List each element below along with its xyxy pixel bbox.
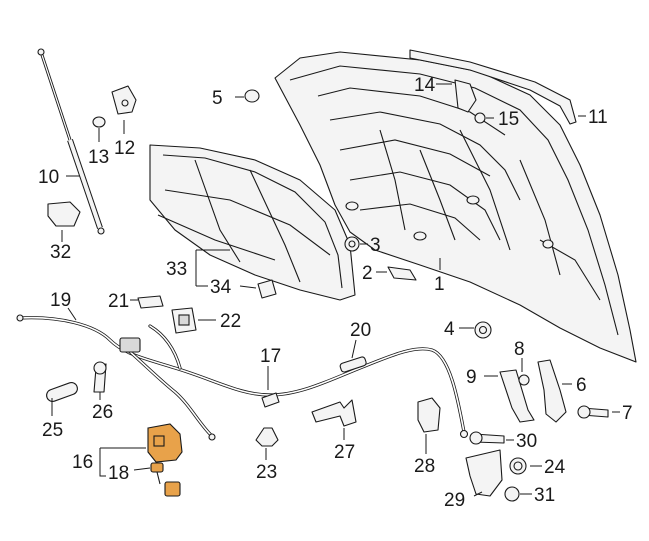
hinge-bracket-14 (454, 79, 477, 113)
callout-10: 10 (38, 167, 59, 188)
bolt-8 (518, 374, 530, 386)
callout-29: 29 (444, 490, 465, 511)
callout-4: 4 (444, 319, 455, 340)
callout-9: 9 (466, 367, 477, 388)
callout-17: 17 (260, 346, 281, 367)
callout-2: 2 (362, 263, 373, 284)
callout-32: 32 (50, 242, 71, 263)
callout-27: 27 (334, 442, 355, 463)
clip-13 (92, 116, 106, 128)
clip-21 (137, 295, 164, 309)
callout-18: 18 (108, 463, 129, 484)
highlighted-latch-16 (147, 423, 183, 463)
hood-insulator (149, 144, 356, 301)
callout-31: 31 (534, 485, 555, 506)
callout-11: 11 (588, 107, 608, 128)
hinge-6 (537, 359, 567, 423)
clip-23 (255, 427, 279, 447)
release-cable (16, 314, 469, 441)
callout-22: 22 (220, 311, 241, 332)
callout-26: 26 (92, 402, 113, 423)
callout-21: 21 (108, 291, 129, 312)
callout-19: 19 (50, 290, 71, 311)
callout-8: 8 (514, 339, 525, 360)
callout-7: 7 (622, 403, 633, 424)
hood-panel (274, 51, 637, 363)
callout-labels: 1 2 3 4 5 6 7 8 9 10 11 12 13 14 15 16 1… (38, 75, 633, 511)
latch-29 (465, 449, 503, 497)
callout-15: 15 (498, 109, 519, 130)
clip-27 (311, 399, 357, 427)
callout-23: 23 (256, 462, 277, 483)
hood-seal (409, 49, 577, 125)
callout-30: 30 (516, 431, 537, 452)
bracket-28 (417, 397, 441, 433)
bumper-5 (244, 89, 260, 103)
leader-lines (51, 83, 620, 497)
callout-25: 25 (42, 420, 63, 441)
callout-12: 12 (114, 138, 135, 159)
gas-strut (37, 48, 105, 235)
callout-33: 33 (166, 259, 187, 280)
sleeve-25 (46, 382, 78, 402)
hinge-9 (499, 369, 535, 423)
bumper-31 (504, 486, 520, 502)
callout-24: 24 (544, 457, 566, 478)
callout-16: 16 (72, 452, 93, 473)
callout-34: 34 (210, 277, 232, 298)
screw-15 (474, 112, 486, 124)
callout-6: 6 (576, 375, 587, 396)
callout-13: 13 (88, 147, 109, 168)
highlighted-switch-18 (150, 462, 181, 497)
callout-1: 1 (434, 274, 445, 295)
callout-28: 28 (414, 456, 435, 477)
callout-3: 3 (370, 235, 381, 256)
callout-14: 14 (414, 75, 436, 96)
screw-17 (261, 392, 280, 408)
label-2 (387, 266, 417, 281)
bracket-32 (47, 201, 81, 227)
clip-34 (257, 279, 277, 299)
callout-5: 5 (212, 88, 223, 109)
callout-20: 20 (350, 320, 371, 341)
